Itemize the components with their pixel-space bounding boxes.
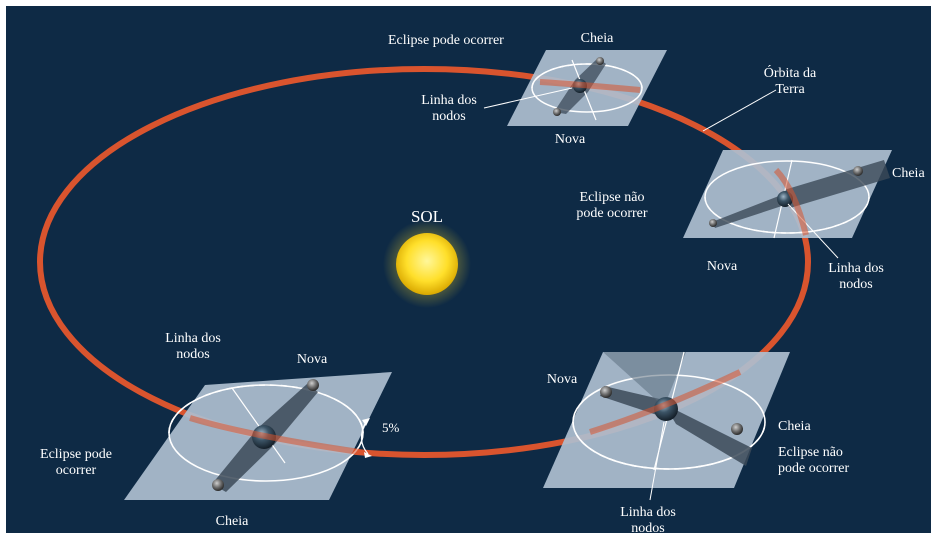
bottom-right-eclipse-label-1: Eclipse não — [778, 445, 843, 460]
top-nodes-leader — [483, 87, 573, 109]
top-full-moon — [596, 57, 604, 65]
bottom-left-new-label: Nova — [297, 352, 328, 367]
orbit-label-leader — [702, 89, 777, 132]
bottom-right-moon-orbit-hidden — [572, 421, 766, 470]
bottom-right-full-moon — [731, 423, 743, 435]
right-moon-orbit-hidden — [704, 196, 870, 234]
earth-orbit-front-bottom-left — [189, 415, 361, 455]
earth-orbit-front-right — [773, 167, 809, 236]
bottom-right-shadow-to-full — [664, 404, 752, 466]
bottom-right-eclipse-label-2: pode ocorrer — [778, 461, 849, 476]
earth-orbit-front-top — [539, 79, 641, 93]
inclination-arrow-head-top — [362, 418, 370, 426]
bottom-right-orbit-position — [543, 351, 790, 501]
earth-orbit — [37, 66, 811, 458]
bottom-right-darker-sector — [603, 352, 686, 407]
sun — [396, 233, 458, 295]
right-eclipse-label-2: pode ocorrer — [576, 206, 647, 221]
inclination-angle-label: 5% — [382, 420, 400, 435]
top-new-moon — [553, 108, 561, 116]
right-nodes-label-1: Linha dos — [828, 261, 884, 276]
bottom-left-nodes-label-2: nodos — [176, 347, 209, 362]
right-orbit-position — [683, 150, 892, 259]
bottom-left-eclipse-label-2: ocorrer — [56, 463, 97, 478]
orbit-label-1: Órbita da — [764, 64, 817, 81]
orbit-label-2: Terra — [775, 82, 805, 97]
earth-orbit-front-bottom-right — [589, 369, 742, 435]
top-moon-orbit-hidden — [531, 63, 643, 89]
bottom-right-new-label: Nova — [547, 372, 578, 387]
bottom-right-nodes-label-1: Linha dos — [620, 505, 676, 520]
top-nodes-label-2: nodos — [432, 109, 465, 124]
inclination-arc-arrow — [360, 421, 369, 455]
right-eclipse-label-1: Eclipse não — [580, 190, 645, 205]
right-new-moon — [709, 219, 717, 227]
bottom-left-nodes-label-1: Linha dos — [165, 331, 221, 346]
bottom-left-full-label: Cheia — [216, 514, 249, 529]
right-nodes-label-2: nodos — [839, 277, 872, 292]
top-nodes-label-1: Linha dos — [421, 93, 477, 108]
right-shadow-to-new — [712, 194, 788, 228]
right-earth — [777, 191, 793, 207]
bottom-right-nodes-leader — [649, 421, 665, 501]
right-nodes-leader — [787, 203, 839, 259]
inclination-arrow-head-bottom — [364, 452, 372, 458]
right-full-label: Cheia — [892, 166, 925, 181]
right-shadow-to-full — [784, 160, 890, 208]
bottom-right-full-label: Cheia — [778, 419, 811, 434]
bottom-right-nodes-label-2: nodos — [631, 521, 664, 536]
top-eclipse-label: Eclipse pode ocorrer — [388, 33, 504, 48]
bottom-left-eclipse-label-1: Eclipse pode — [40, 447, 112, 462]
sun-label: SOL — [411, 207, 443, 226]
bottom-left-moon-orbit-hidden — [168, 384, 364, 434]
bottom-left-new-moon — [307, 379, 319, 391]
bottom-left-line-of-nodes — [231, 387, 286, 464]
bottom-right-new-moon — [600, 386, 612, 398]
right-full-moon — [853, 166, 863, 176]
right-new-label: Nova — [707, 259, 738, 274]
bottom-left-full-moon — [212, 479, 224, 491]
top-full-label: Cheia — [581, 31, 614, 46]
top-new-label: Nova — [555, 132, 586, 147]
